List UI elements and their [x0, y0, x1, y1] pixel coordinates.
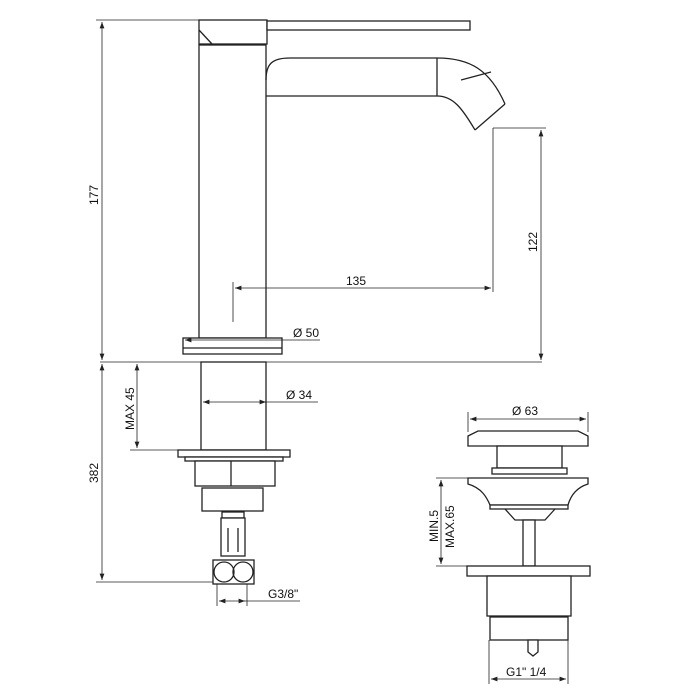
dim-min-thickness: MIN.5	[427, 510, 441, 542]
dim-body-diameter: Ø 34	[286, 388, 312, 402]
dim-spout-height: 122	[526, 232, 540, 252]
dim-hose-length: 382	[87, 463, 101, 483]
dim-max-deck: MAX 45	[123, 387, 137, 430]
dim-cap-diameter: Ø 63	[512, 404, 538, 418]
dim-drain-thread: G1" 1/4	[506, 665, 547, 679]
faucet-dimension-lines	[96, 19, 546, 606]
dim-connection-thread: G3/8"	[268, 587, 298, 601]
dim-max-thickness: MAX.65	[443, 505, 457, 548]
faucet-drawing	[177, 19, 506, 585]
drain-drawing	[466, 430, 591, 657]
dim-spout-reach: 135	[346, 274, 366, 288]
dim-total-height: 177	[87, 185, 101, 205]
dim-base-diameter: Ø 50	[293, 326, 319, 340]
drain-dimension-lines	[436, 412, 589, 684]
